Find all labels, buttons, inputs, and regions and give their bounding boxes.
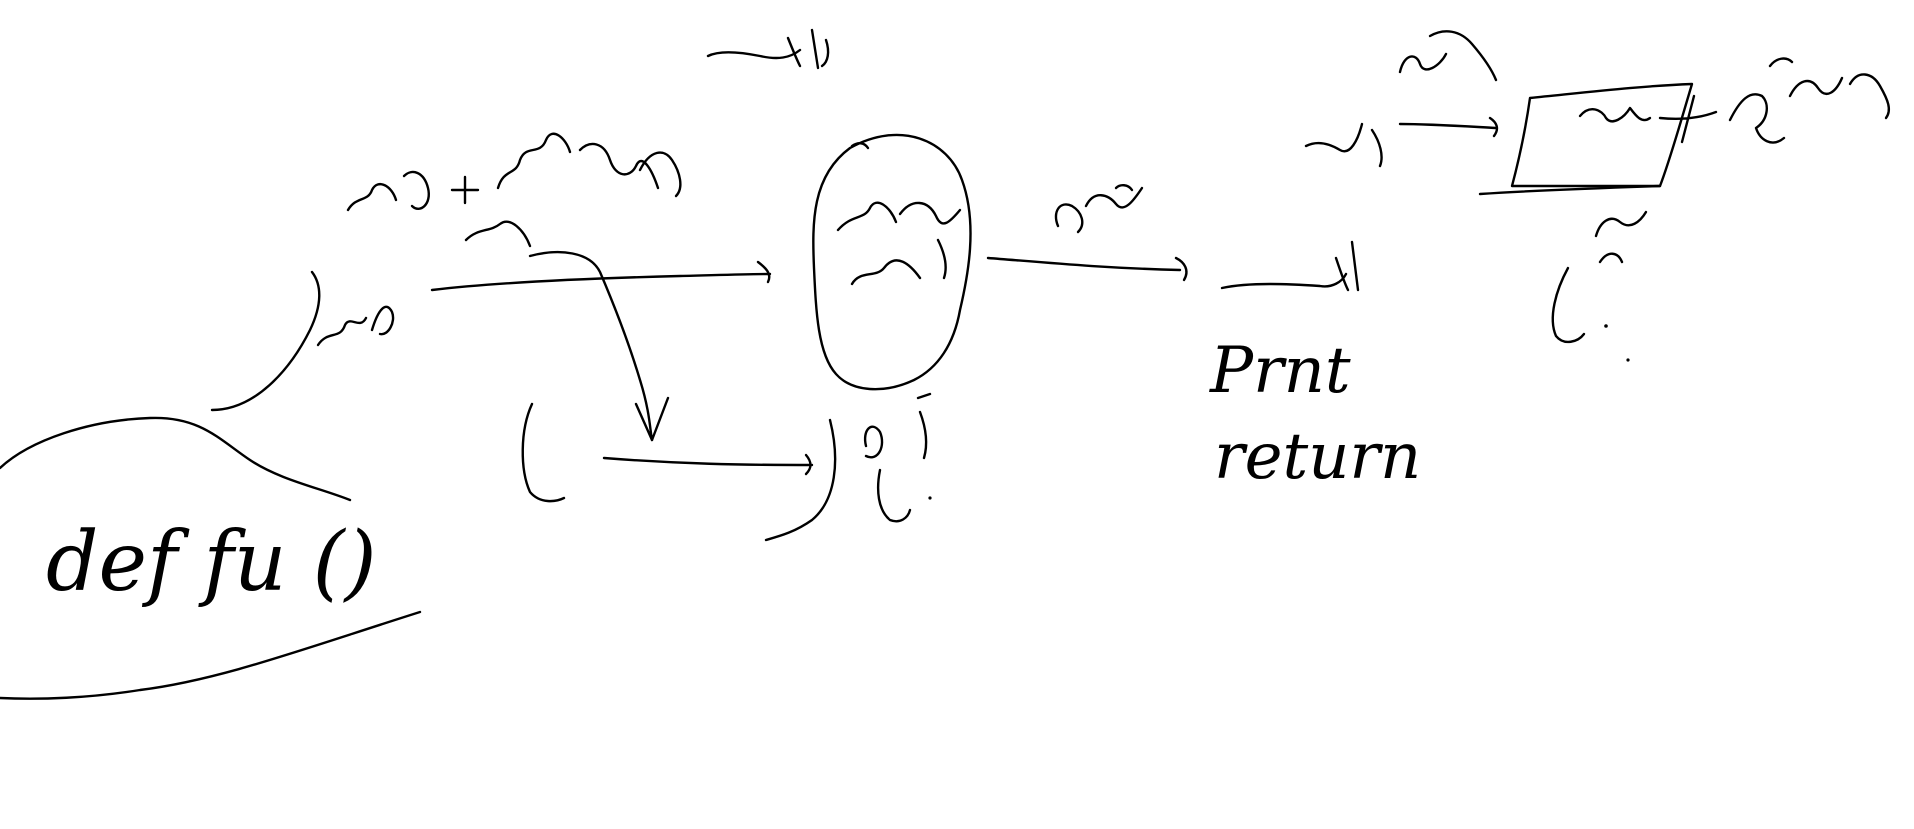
top-right-arrow [1398, 122, 1498, 130]
curved-down-arrow [528, 250, 670, 442]
central-blob [812, 133, 972, 391]
bracket-horizontal-line [602, 456, 814, 467]
return-word: return [1214, 420, 1421, 494]
lower-bracket-group [521, 402, 837, 542]
cloud-to-input-connector [210, 270, 321, 412]
input-arrow-shaft [430, 272, 772, 292]
output-values-group: Prnt return [1209, 240, 1421, 494]
output-arrow [986, 256, 1188, 282]
output-label-scribble [1054, 184, 1144, 234]
below-parallelogram-scribble [1551, 210, 1648, 362]
left-bracket [521, 402, 566, 503]
right-bracket [764, 418, 837, 542]
output-arrow-head [1174, 256, 1188, 282]
print-word: Prnt [1209, 334, 1351, 408]
def-fu-text: def fu () [46, 515, 377, 610]
cloud-bottom-curve [0, 610, 422, 700]
arrow-annotation-scribble [346, 132, 682, 248]
output-arrow-shaft [986, 256, 1182, 272]
input-label-scribble [316, 305, 395, 347]
bracket-label-scribble [863, 392, 932, 523]
input-arrow-head [756, 260, 771, 284]
curved-down-arrow-head [634, 396, 670, 442]
bracket-arrow-head [804, 453, 812, 476]
input-arrow [430, 260, 772, 292]
top-right-group [1304, 30, 1891, 196]
function-definition-group: def fu () [0, 270, 422, 700]
parallelogram [1510, 82, 1694, 188]
central-blob-group [812, 133, 972, 391]
output-scribble [1220, 256, 1350, 292]
top-title-scribble [706, 28, 830, 70]
cloud-top-curve [0, 416, 352, 502]
